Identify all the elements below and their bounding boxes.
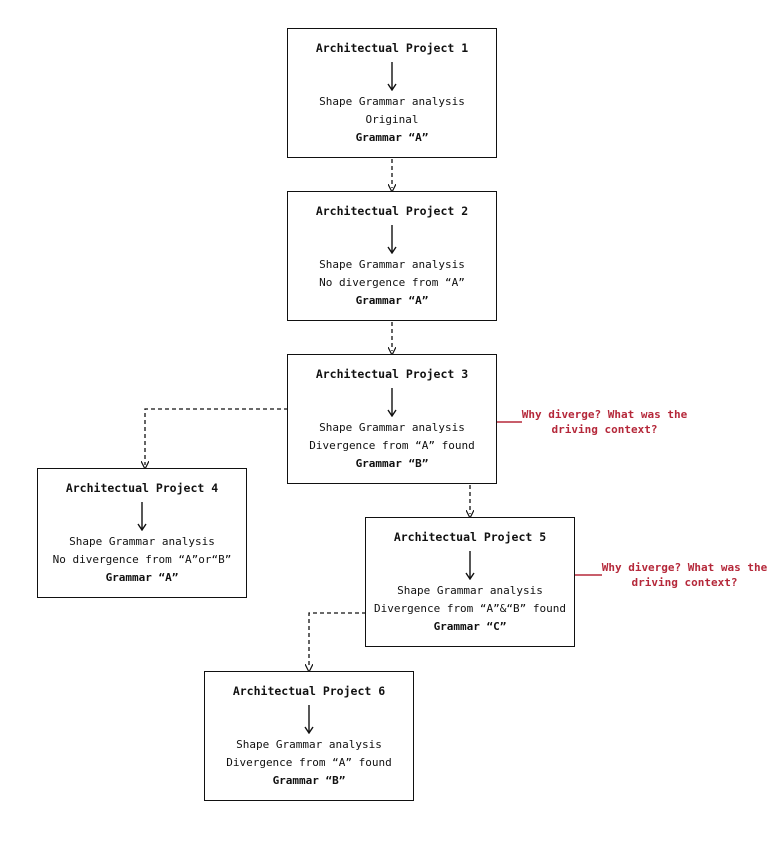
project-2-box: Architectual Project 2 Shape Grammar ana… <box>287 191 497 321</box>
project-1-title: Architectual Project 1 <box>315 41 469 55</box>
down-arrow-icon <box>387 62 397 91</box>
down-arrow-icon <box>465 551 475 580</box>
project-3-title: Architectual Project 3 <box>315 367 469 381</box>
project-3-analysis: Shape Grammar analysis <box>319 421 465 434</box>
project-5-status: Divergence from “A”&“B” found <box>373 602 567 615</box>
project-1-box: Architectual Project 1 Shape Grammar ana… <box>287 28 497 158</box>
project-5-title: Architectual Project 5 <box>393 530 547 544</box>
project-3-box: Architectual Project 3 Shape Grammar ana… <box>287 354 497 484</box>
project-2-grammar: Grammar “A” <box>355 294 429 307</box>
down-arrow-icon <box>387 225 397 254</box>
project-4-title: Architectual Project 4 <box>65 481 219 495</box>
connector-3-to-4 <box>145 408 288 465</box>
project-2-analysis: Shape Grammar analysis <box>319 258 465 271</box>
project-4-status: No divergence from “A”or“B” <box>52 553 232 566</box>
project-6-title: Architectual Project 6 <box>232 684 386 698</box>
down-arrow-icon <box>304 705 314 734</box>
divergence-question-note-2: Why diverge? What was the driving contex… <box>601 561 768 589</box>
project-6-grammar: Grammar “B” <box>272 774 346 787</box>
project-1-status: Original <box>365 113 419 126</box>
project-6-analysis: Shape Grammar analysis <box>236 738 382 751</box>
connector-5-to-6 <box>309 612 366 668</box>
project-6-status: Divergence from “A” found <box>226 756 392 769</box>
project-2-title: Architectual Project 2 <box>315 204 469 218</box>
project-5-box: Architectual Project 5 Shape Grammar ana… <box>365 517 575 647</box>
project-3-status: Divergence from “A” found <box>309 439 475 452</box>
project-1-analysis: Shape Grammar analysis <box>319 95 465 108</box>
project-4-analysis: Shape Grammar analysis <box>69 535 215 548</box>
divergence-question-note-1: Why diverge? What was the driving contex… <box>521 408 688 436</box>
project-1-grammar: Grammar “A” <box>355 131 429 144</box>
project-4-grammar: Grammar “A” <box>105 571 179 584</box>
project-3-grammar: Grammar “B” <box>355 457 429 470</box>
project-2-status: No divergence from “A” <box>319 276 465 289</box>
project-4-box: Architectual Project 4 Shape Grammar ana… <box>37 468 247 598</box>
project-6-box: Architectual Project 6 Shape Grammar ana… <box>204 671 414 801</box>
down-arrow-icon <box>387 388 397 417</box>
project-5-grammar: Grammar “C” <box>433 620 507 633</box>
project-5-analysis: Shape Grammar analysis <box>397 584 543 597</box>
down-arrow-icon <box>137 502 147 531</box>
